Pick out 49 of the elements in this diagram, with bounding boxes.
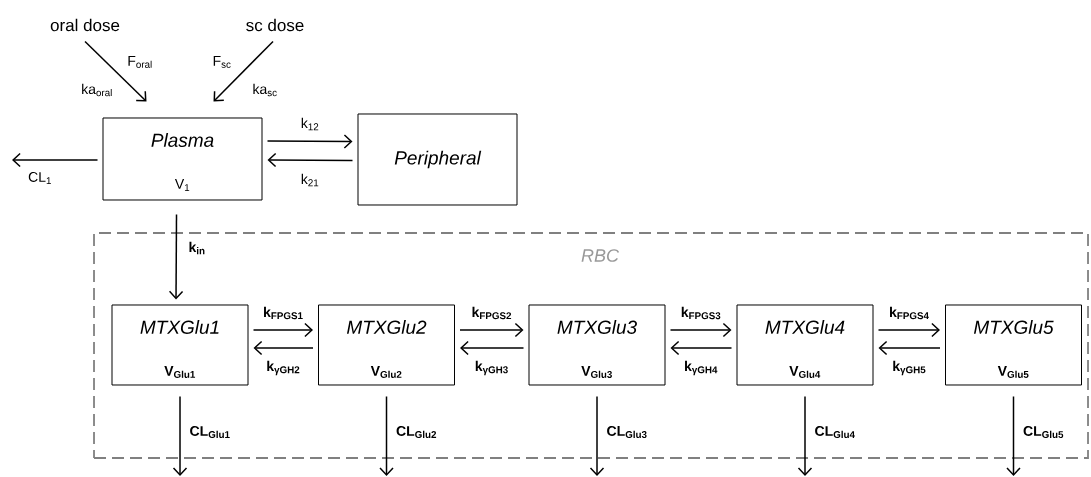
compartment-box: MTXGlu3 V$_{Glu3}$ — [528, 304, 666, 386]
edge-label: k$_{in}$ — [187, 240, 207, 256]
arrow — [12, 152, 99, 168]
edge-label: k$_{FPGS1}$ — [262, 305, 305, 321]
arrow — [878, 340, 941, 356]
compartment-box: MTXGlu1 V$_{Glu1}$ — [111, 304, 249, 386]
compartment-box: Peripheral — [357, 113, 518, 206]
edge-label: k$_{γGH4}$ — [683, 359, 719, 377]
arrow — [267, 152, 354, 168]
edge-label: k$_{FPGS4}$ — [888, 305, 931, 321]
dose-label: sc dose — [246, 18, 304, 32]
arrow — [669, 322, 732, 338]
edge-label: CL$_{Glu2}$ — [395, 425, 438, 439]
edge-label: k$_{12}$ — [299, 116, 321, 132]
arrow — [460, 340, 525, 356]
arrow — [168, 213, 184, 300]
arrow — [84, 40, 147, 102]
arrow — [797, 395, 813, 476]
compartment-box: MTXGlu4 V$_{Glu4}$ — [736, 304, 874, 386]
edge-label: k$_{FPGS3}$ — [679, 305, 723, 321]
arrow — [459, 322, 524, 338]
edge-label: k$_{γGH3}$ — [473, 359, 510, 377]
arrow — [589, 395, 605, 476]
edge-label: k$_{γGH2}$ — [265, 359, 302, 377]
arrow — [213, 40, 274, 102]
edge-label: k$_{21}$ — [299, 172, 321, 188]
edge-label: F$_{sc}$ — [211, 55, 233, 69]
dose-label: oral dose — [50, 18, 120, 32]
arrow — [266, 134, 353, 149]
edge-label: CL$_{Glu1}$ — [188, 425, 232, 439]
arrow — [1006, 395, 1021, 476]
rate-label: ka$_{oral}$ — [82, 83, 112, 97]
compartment-box: Plasma V$_{1}$ — [102, 117, 263, 201]
edge-label: CL$_{Glu3}$ — [605, 424, 649, 439]
edge-label: CL$_{Glu4}$ — [813, 425, 857, 439]
edge-label: k$_{γGH5}$ — [891, 359, 928, 377]
arrow — [670, 340, 733, 356]
arrow — [877, 322, 940, 338]
edge-label: k$_{FPGS2}$ — [470, 305, 513, 321]
arrow — [379, 395, 394, 476]
compartment-box: MTXGlu5 V$_{Glu5}$ — [945, 304, 1082, 386]
arrow — [172, 395, 188, 476]
compartment-box: MTXGlu2 V$_{Glu2}$ — [318, 304, 455, 386]
edge-label: CL$_{Glu5}$ — [1022, 425, 1065, 439]
edge-label: F$_{oral}$ — [126, 55, 154, 69]
arrow — [253, 340, 314, 356]
edge-label: CL$_{1}$ — [27, 171, 53, 185]
rate-label: ka$_{sc}$ — [253, 83, 277, 97]
arrow — [252, 322, 313, 338]
